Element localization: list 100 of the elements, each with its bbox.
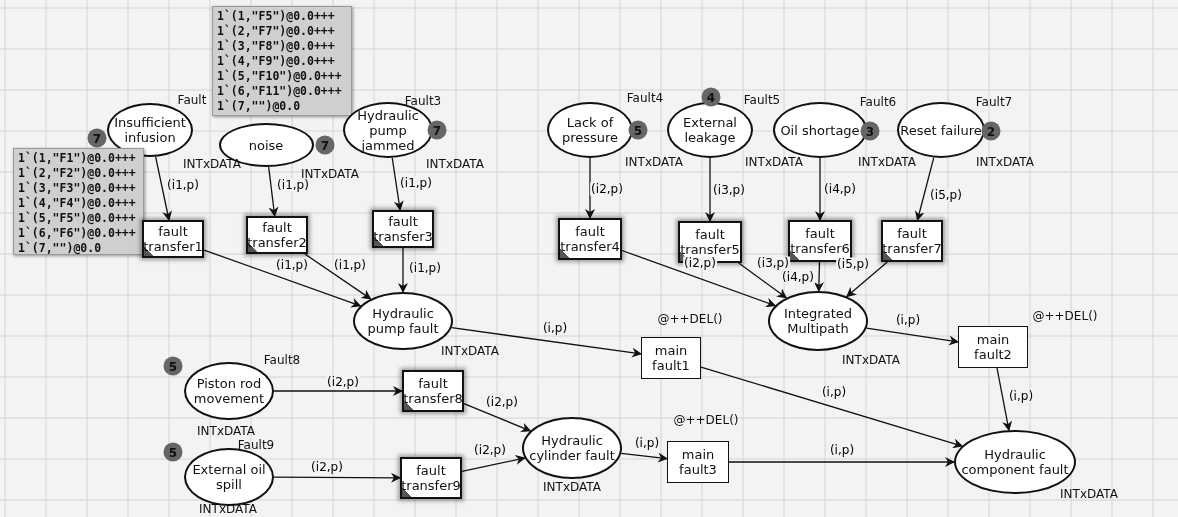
place-name: External oil spill	[191, 462, 267, 492]
edge-label: (i,p)	[828, 443, 856, 457]
arc-arrow	[585, 157, 595, 219]
edge-label: (i2,p)	[683, 256, 717, 270]
transition-name: main fault3	[678, 447, 718, 477]
time-inscription: @++DEL()	[673, 413, 739, 427]
place-name: Integrated Multipath	[782, 306, 854, 336]
arc-arrow	[273, 386, 403, 396]
place-annotation: INTxDATA	[976, 155, 1034, 169]
place-name: Hydraulic pump fault	[366, 306, 440, 336]
place-annotation: INTxDATA	[199, 502, 257, 516]
edge-label: (i1,p)	[399, 176, 433, 190]
transition-name: fault transfer7	[882, 226, 942, 256]
place-annotation: INTxDATA	[842, 353, 900, 367]
place-name: Insufficient infusion	[113, 115, 187, 145]
edge-label: (i3,p)	[712, 183, 746, 197]
place-ellipse	[184, 448, 274, 506]
place-annotation: INTxDATA	[1060, 487, 1118, 501]
arc-arrow	[700, 366, 964, 449]
edge-label: (i4,p)	[823, 182, 857, 196]
edge-label: (i5,p)	[929, 188, 963, 202]
arc-arrow	[815, 157, 825, 221]
edge-label: (i2,p)	[473, 443, 507, 457]
arc-arrow	[304, 253, 372, 300]
transition-name: main fault1	[651, 343, 691, 373]
transition-name: fault transfer8	[403, 376, 463, 406]
token-count: 2	[981, 121, 1001, 141]
edge-label: (i1,p)	[408, 261, 442, 275]
arc-arrow	[463, 403, 532, 433]
time-inscription: @++DEL()	[1032, 309, 1098, 323]
place-annotation: INTxDATA	[745, 155, 803, 169]
token-count: 5	[163, 442, 183, 462]
transition-name: fault transfer3	[373, 214, 433, 244]
transition-box	[641, 337, 701, 379]
place-name: Oil shortage	[780, 122, 860, 138]
transition-name: fault transfer9	[401, 463, 461, 493]
place-ellipse	[768, 291, 868, 351]
place-annotation: Fault8	[263, 353, 301, 367]
edge-label: (i1,p)	[333, 258, 367, 272]
token-count: 7	[427, 120, 447, 140]
transition-box	[558, 218, 622, 260]
edge-label: (i1,p)	[276, 178, 310, 192]
place-annotation: Fault	[177, 93, 207, 107]
transition-name: fault transfer4	[560, 224, 620, 254]
arc-arrow	[914, 156, 935, 221]
edge-label: (i2,p)	[485, 395, 519, 409]
edge-label: (i3,p)	[756, 256, 790, 270]
arc-arrow	[846, 261, 888, 298]
edge-label: (i,p)	[541, 321, 569, 335]
place-name: Hydraulic pump jammed	[356, 107, 420, 153]
marking-text: 1`(1,"F1")@0.0+++ 1`(2,"F2")@0.0+++ 1`(3,"F3")@0.0+++ 1`(4,"F4")@0.0+++ 1`(5,"F5")@0.0+++ 1`(6,"F6")@0.0+++ 1`(7,"")@0.0	[18, 151, 137, 256]
arc-arrow	[461, 455, 526, 473]
transition-box	[881, 220, 943, 262]
arc-arrow	[865, 327, 959, 346]
place-annotation: Fault7	[975, 95, 1013, 109]
arc-arrow	[728, 457, 955, 467]
place-name: Piston rod movement	[192, 376, 266, 406]
token-count: 5	[163, 356, 183, 376]
time-inscription: @++DEL()	[657, 312, 723, 326]
arc-arrow	[155, 156, 173, 221]
edge-label: (i2,p)	[326, 375, 360, 389]
arc-arrow	[268, 166, 279, 217]
place-annotation: Fault5	[743, 93, 781, 107]
edge-label: (i1,p)	[275, 258, 309, 272]
place-annotation: Fault3	[404, 94, 442, 108]
transition-box	[402, 370, 464, 412]
transition-name: fault transfer5	[680, 227, 740, 257]
place-annotation: INTxDATA	[197, 424, 255, 438]
place-name: Lack of pressure	[560, 115, 620, 145]
arc-arrow	[391, 157, 404, 211]
edge-label: (i,p)	[820, 385, 848, 399]
place-annotation: INTxDATA	[858, 155, 916, 169]
token-count: 7	[315, 135, 335, 155]
place-annotation: INTxDATA	[426, 157, 484, 171]
transition-box	[958, 326, 1028, 368]
place-name: Hydraulic cylinder fault	[528, 433, 616, 463]
place-ellipse	[184, 362, 274, 420]
place-annotation: Fault9	[237, 438, 275, 452]
place-name: Hydraulic component fault	[960, 447, 1070, 477]
place-name: External leakage	[682, 115, 738, 145]
token-count: 7	[87, 128, 107, 148]
edge-label: (i,p)	[894, 313, 922, 327]
place-name: Reset failure	[900, 122, 982, 138]
token-count: 5	[628, 120, 648, 140]
transition-box	[400, 457, 462, 499]
transition-box	[667, 441, 729, 483]
place-name: noise	[248, 137, 284, 153]
transition-name: main fault2	[973, 332, 1013, 362]
edge-label: (i1,p)	[166, 178, 200, 192]
arc-arrow	[738, 262, 788, 299]
arc-arrow	[620, 452, 668, 463]
place-annotation: INTxDATA	[301, 167, 359, 181]
place-annotation: INTxDATA	[441, 344, 499, 358]
place-annotation: INTxDATA	[543, 480, 601, 494]
transition-name: fault transfer2	[247, 220, 307, 250]
arc-arrow	[705, 157, 715, 222]
marking-text: 1`(1,"F5")@0.0+++ 1`(2,"F7")@0.0+++ 1`(3,"F8")@0.0+++ 1`(4,"F9")@0.0+++ 1`(5,"F10")@0.0+++ 1`(6,"F11")@0.0+++ 1`(7,"")@0.0	[217, 9, 343, 114]
place-annotation: INTxDATA	[183, 157, 241, 171]
edge-label: (i4,p)	[781, 270, 815, 284]
edge-label: (i2,p)	[310, 460, 344, 474]
